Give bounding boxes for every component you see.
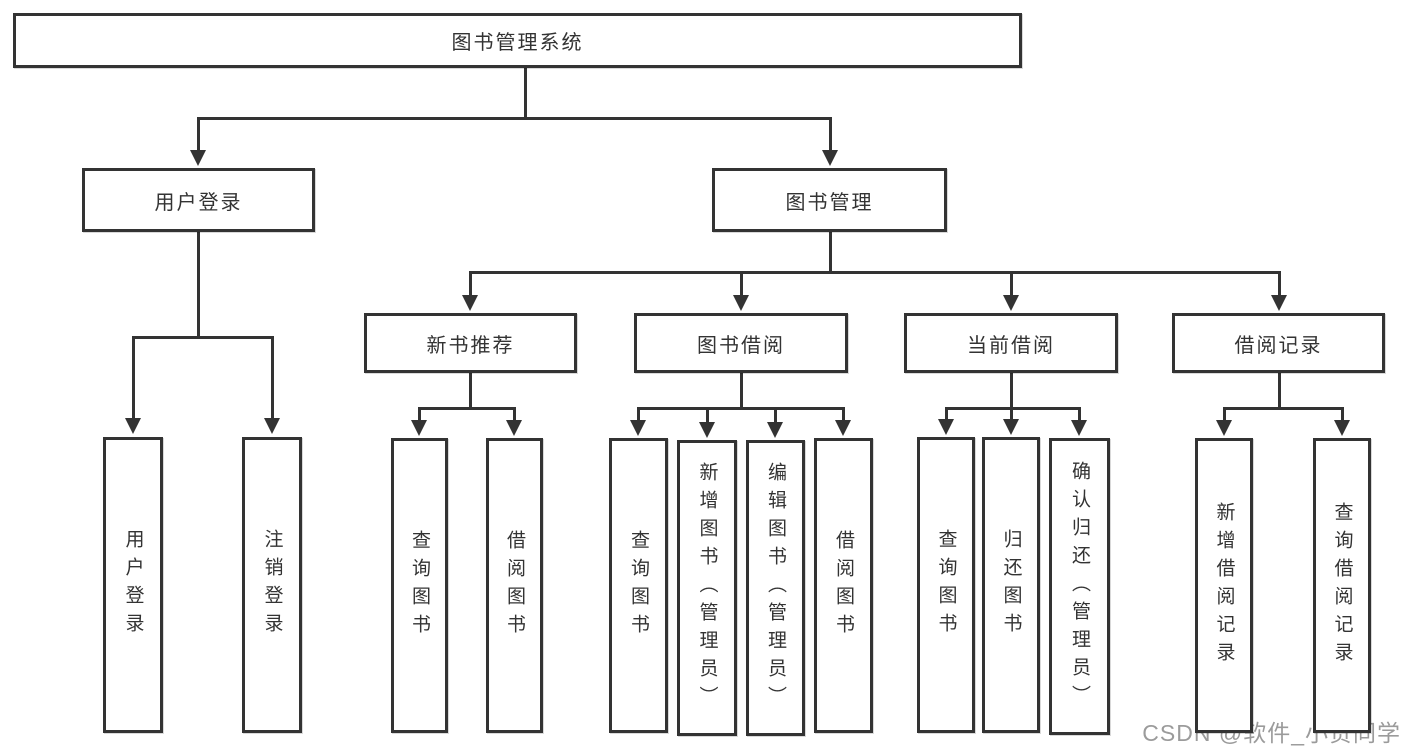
node-add-record: 新增借阅记录 xyxy=(1195,438,1253,733)
node-book-mgmt: 图书管理 xyxy=(712,168,947,232)
node-query-book-3: 查询图书 xyxy=(917,437,975,733)
node-borrow-records: 借阅记录 xyxy=(1172,313,1385,373)
arrowhead-down-icon xyxy=(462,295,478,311)
arrow-shaft-line xyxy=(740,272,743,299)
node-label-book-borrow: 图书借阅 xyxy=(697,334,785,357)
node-add-book: 新增图书（管理员） xyxy=(677,440,737,736)
node-borrow-book-1: 借阅图书 xyxy=(486,438,543,733)
node-label-query-book-1: 查询图书 xyxy=(409,529,430,642)
node-user-login: 用户登录 xyxy=(82,168,315,232)
arrow-shaft-line xyxy=(418,408,421,424)
node-label-query-book-3: 查询图书 xyxy=(935,529,957,641)
node-label-borrow-records: 借阅记录 xyxy=(1234,334,1323,357)
arrowhead-down-icon xyxy=(1003,295,1019,311)
node-label-root: 图书管理系统 xyxy=(451,32,584,54)
arrowhead-down-icon xyxy=(630,420,646,436)
node-label-borrow-book-2: 借阅图书 xyxy=(833,529,854,642)
node-label-borrow-book-1: 借阅图书 xyxy=(504,529,525,642)
node-new-books: 新书推荐 xyxy=(364,313,577,373)
connector-stem-line xyxy=(829,232,832,272)
connector-stem-line xyxy=(524,68,527,118)
connector-stem-line xyxy=(469,373,472,408)
arrowhead-down-icon xyxy=(506,420,522,436)
node-label-logout: 注销登录 xyxy=(261,529,283,641)
connector-stem-line xyxy=(1278,373,1281,408)
arrowhead-down-icon xyxy=(733,295,749,311)
node-label-user-login: 用户登录 xyxy=(154,191,243,214)
connector-bar-line xyxy=(132,336,274,339)
arrowhead-down-icon xyxy=(190,150,206,166)
node-label-current-borrow: 当前借阅 xyxy=(967,334,1055,357)
arrowhead-down-icon xyxy=(822,150,838,166)
node-label-return-book: 归还图书 xyxy=(1000,529,1022,641)
node-label-login: 用户登录 xyxy=(122,529,144,641)
node-label-new-books: 新书推荐 xyxy=(426,334,515,357)
arrowhead-down-icon xyxy=(1003,419,1019,435)
arrowhead-down-icon xyxy=(125,418,141,434)
connector-bar-line xyxy=(1223,407,1344,410)
arrow-shaft-line xyxy=(945,408,948,423)
node-label-add-record: 新增借阅记录 xyxy=(1213,501,1235,670)
node-label-book-mgmt: 图书管理 xyxy=(785,191,874,214)
node-return-book: 归还图书 xyxy=(982,437,1040,733)
node-label-query-record: 查询借阅记录 xyxy=(1331,501,1353,670)
node-root: 图书管理系统 xyxy=(13,13,1022,68)
node-label-edit-book: 编辑图书（管理员） xyxy=(765,462,786,714)
arrow-shaft-line xyxy=(1278,272,1281,299)
arrow-shaft-line xyxy=(637,408,640,424)
arrowhead-down-icon xyxy=(1071,420,1087,436)
node-label-query-book-2: 查询图书 xyxy=(628,529,649,642)
arrow-shaft-line xyxy=(706,408,709,426)
arrow-shaft-line xyxy=(197,118,200,154)
arrow-shaft-line xyxy=(1341,408,1344,424)
arrowhead-down-icon xyxy=(411,420,427,436)
connector-stem-line xyxy=(740,373,743,408)
arrow-shaft-line xyxy=(1010,408,1013,423)
arrow-shaft-line xyxy=(1010,272,1013,299)
arrow-shaft-line xyxy=(829,118,832,154)
node-borrow-book-2: 借阅图书 xyxy=(814,438,873,733)
arrowhead-down-icon xyxy=(767,422,783,438)
node-current-borrow: 当前借阅 xyxy=(904,313,1118,373)
arrow-shaft-line xyxy=(271,337,274,422)
node-login: 用户登录 xyxy=(103,437,163,733)
arrow-shaft-line xyxy=(513,408,516,424)
node-label-confirm-return: 确认归还（管理员） xyxy=(1069,460,1090,713)
arrow-shaft-line xyxy=(774,408,777,426)
arrow-shaft-line xyxy=(842,408,845,424)
arrowhead-down-icon xyxy=(938,419,954,435)
node-query-record: 查询借阅记录 xyxy=(1313,438,1371,733)
connector-bar-line xyxy=(469,271,1281,274)
node-query-book-2: 查询图书 xyxy=(609,438,668,733)
arrow-shaft-line xyxy=(1078,408,1081,424)
node-confirm-return: 确认归还（管理员） xyxy=(1049,438,1110,735)
connector-bar-line xyxy=(945,407,1081,410)
node-logout: 注销登录 xyxy=(242,437,302,733)
node-query-book-1: 查询图书 xyxy=(391,438,448,733)
arrowhead-down-icon xyxy=(1334,420,1350,436)
connector-bar-line xyxy=(197,117,832,120)
arrow-shaft-line xyxy=(132,337,135,422)
arrowhead-down-icon xyxy=(264,418,280,434)
arrowhead-down-icon xyxy=(1216,420,1232,436)
arrow-shaft-line xyxy=(469,272,472,299)
node-edit-book: 编辑图书（管理员） xyxy=(746,440,805,736)
connector-stem-line xyxy=(197,232,200,337)
arrow-shaft-line xyxy=(1223,408,1226,424)
connector-bar-line xyxy=(418,407,516,410)
node-book-borrow: 图书借阅 xyxy=(634,313,848,373)
arrowhead-down-icon xyxy=(1271,295,1287,311)
connector-bar-line xyxy=(637,407,845,410)
connector-stem-line xyxy=(1010,373,1013,408)
arrowhead-down-icon xyxy=(699,422,715,438)
arrowhead-down-icon xyxy=(835,420,851,436)
node-label-add-book: 新增图书（管理员） xyxy=(696,462,718,714)
